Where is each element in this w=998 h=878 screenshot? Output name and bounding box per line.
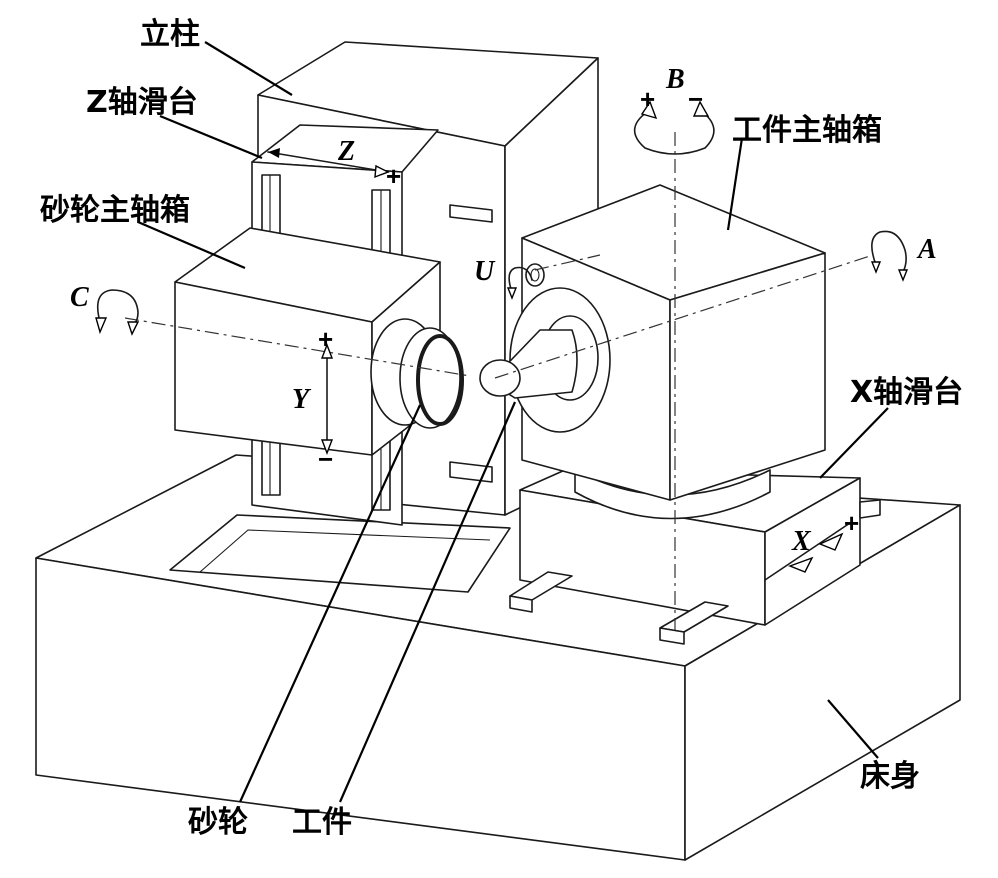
axis-label-u: U [474,256,496,287]
z-plus-sign: + [386,161,401,191]
leader-lines [137,41,889,803]
u-rotation-arrow [506,266,533,300]
axis-label-c: C [70,282,89,313]
c-rotation-arrow [95,289,140,336]
label-grinding-wheel: 砂轮 [188,805,248,840]
y-minus-sign: − [318,444,333,474]
label-wheel-headstock: 砂轮主轴箱 [40,193,190,228]
z-arrow [267,148,390,179]
u-axis-knob [525,263,545,287]
grinding-wheel [370,318,464,429]
a-rotation-arrow [870,230,909,282]
axis-label-y: Y [292,384,312,415]
label-x-slide: X轴滑台 [850,375,963,410]
x-plus-sign: + [844,508,859,538]
axis-label-a: A [916,234,937,265]
b-minus-sign: − [688,84,703,114]
label-bed: 床身 [860,759,920,794]
b-plus-sign: + [640,84,655,114]
label-work-headstock: 工件主轴箱 [732,113,882,148]
axis-label-x: X [791,526,812,557]
wheel-headstock [174,227,441,456]
axis-centerlines [124,132,871,630]
workpiece [479,287,611,433]
label-workpiece: 工件 [292,805,352,840]
label-z-slide: Z轴滑台 [86,85,198,120]
axis-label-b: B [665,64,685,95]
y-plus-sign: + [318,324,333,354]
b-rotation-arrow [633,100,715,155]
axis-label-z: Z [337,136,355,167]
x-arrow [764,522,851,581]
label-column: 立柱 [140,17,200,52]
y-arrow [320,343,334,455]
